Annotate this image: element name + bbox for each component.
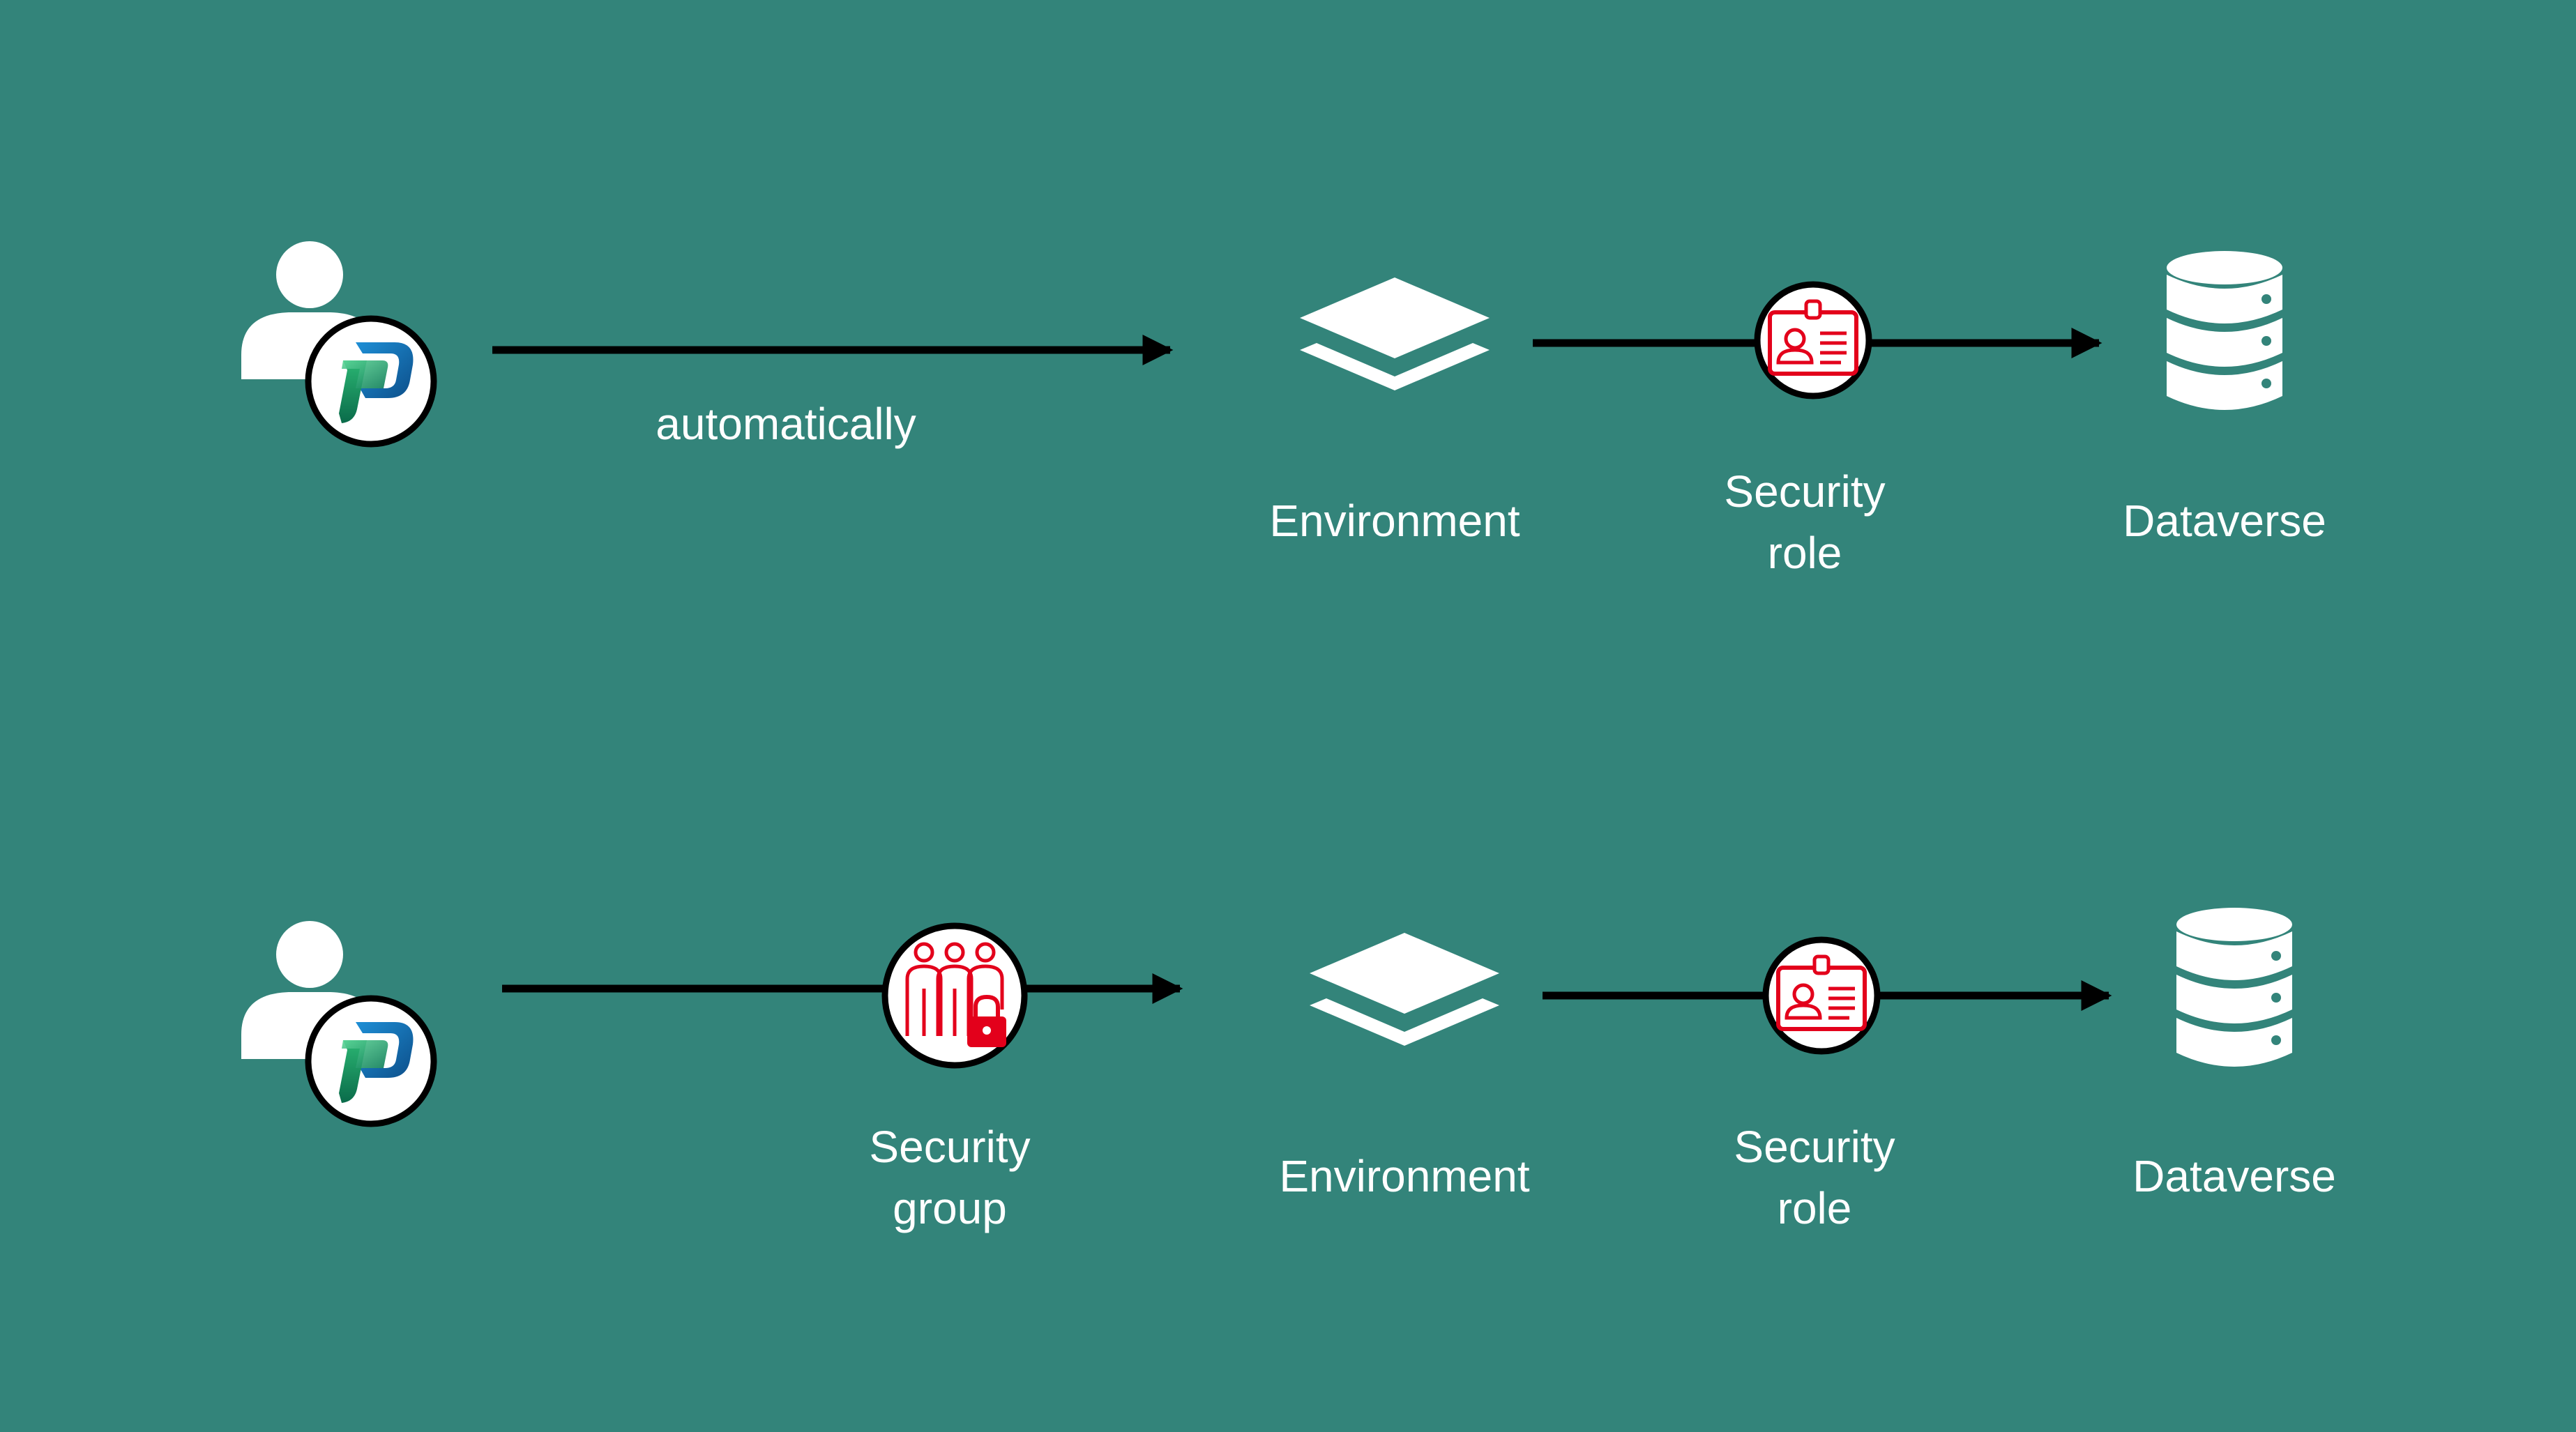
database-icon [2167, 251, 2282, 410]
security-role-label-line1: Security [1734, 1122, 1895, 1172]
security-role-label: Security role [1724, 461, 1885, 584]
edge-label-automatically: automatically [656, 399, 916, 449]
user-power-apps-icon [241, 241, 434, 444]
user-power-apps-icon [241, 921, 434, 1124]
security-role-label-line1: Security [1724, 466, 1886, 517]
dataverse-label: Dataverse [2123, 496, 2326, 546]
security-group-label-line1: Security [869, 1122, 1031, 1172]
layers-icon [1310, 933, 1499, 1046]
people-lock-icon [885, 926, 1024, 1065]
security-group-label-line2: group [893, 1183, 1007, 1233]
environment-label: Environment [1269, 496, 1520, 546]
dataverse-label: Dataverse [2132, 1151, 2336, 1201]
security-role-label: Security role [1734, 1116, 1895, 1239]
id-badge-icon [1766, 940, 1877, 1051]
security-group-label: Security group [869, 1116, 1030, 1239]
database-icon [2176, 908, 2292, 1067]
environment-label: Environment [1279, 1151, 1530, 1201]
id-badge-icon [1757, 284, 1869, 396]
layers-icon [1300, 277, 1490, 390]
security-role-label-line2: role [1777, 1183, 1852, 1233]
security-role-label-line2: role [1767, 528, 1842, 578]
